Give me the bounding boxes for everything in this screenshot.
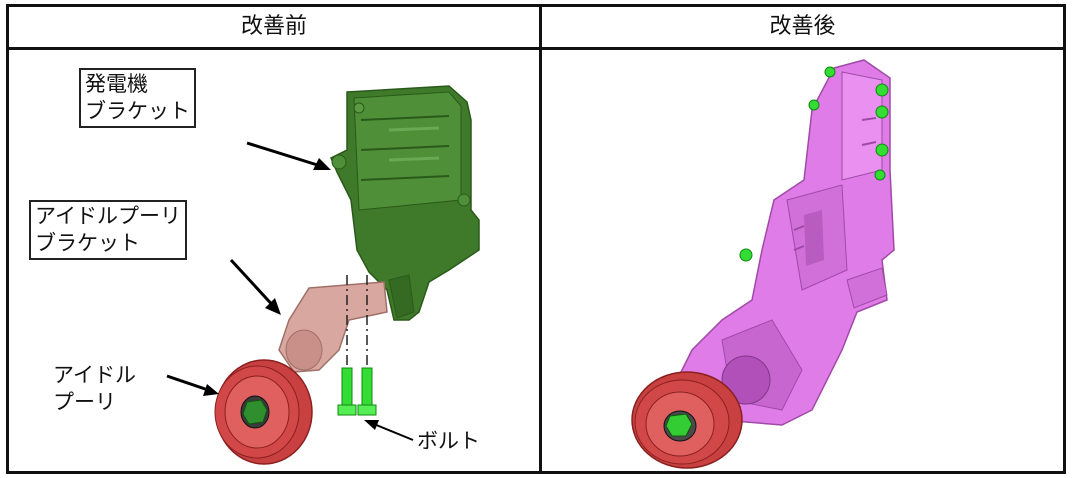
after-panel bbox=[542, 50, 1063, 471]
after-pulley-part bbox=[631, 371, 743, 469]
idler-pulley-bracket-label-1: アイドルプーリ bbox=[35, 204, 181, 228]
header-divider bbox=[9, 47, 1063, 50]
idler-pulley-label: アイドル プーリ bbox=[53, 362, 136, 416]
after-bolts-part bbox=[739, 66, 889, 262]
comparison-table: 改善前 改善後 bbox=[6, 4, 1066, 474]
idler-pulley-part bbox=[214, 359, 313, 465]
idler-pulley-label-2: プーリ bbox=[53, 390, 116, 414]
integrated-bracket-part bbox=[671, 59, 895, 426]
idler-pulley-bracket-part bbox=[278, 281, 388, 373]
bolt-label: ボルト bbox=[417, 429, 480, 453]
after-illustration bbox=[631, 59, 895, 469]
generator-bracket-label-1: 発電機 bbox=[85, 72, 148, 96]
column-divider bbox=[539, 7, 542, 471]
idler-pulley-label-1: アイドル bbox=[53, 363, 136, 387]
generator-bracket-part bbox=[330, 85, 480, 321]
bolts-part bbox=[337, 367, 377, 416]
generator-bracket-label-2: ブラケット bbox=[85, 99, 190, 123]
header-after: 改善後 bbox=[769, 14, 836, 39]
generator-bracket-callout: 発電機 ブラケット bbox=[79, 68, 196, 128]
idler-pulley-bracket-label-2: ブラケット bbox=[35, 231, 140, 255]
header-before: 改善前 bbox=[240, 14, 307, 39]
before-panel: 発電機 ブラケット アイドルプーリ ブラケット アイドル プーリ ボルト bbox=[9, 50, 539, 471]
before-illustration bbox=[166, 85, 480, 465]
idler-pulley-bracket-callout: アイドルプーリ ブラケット bbox=[29, 200, 187, 260]
